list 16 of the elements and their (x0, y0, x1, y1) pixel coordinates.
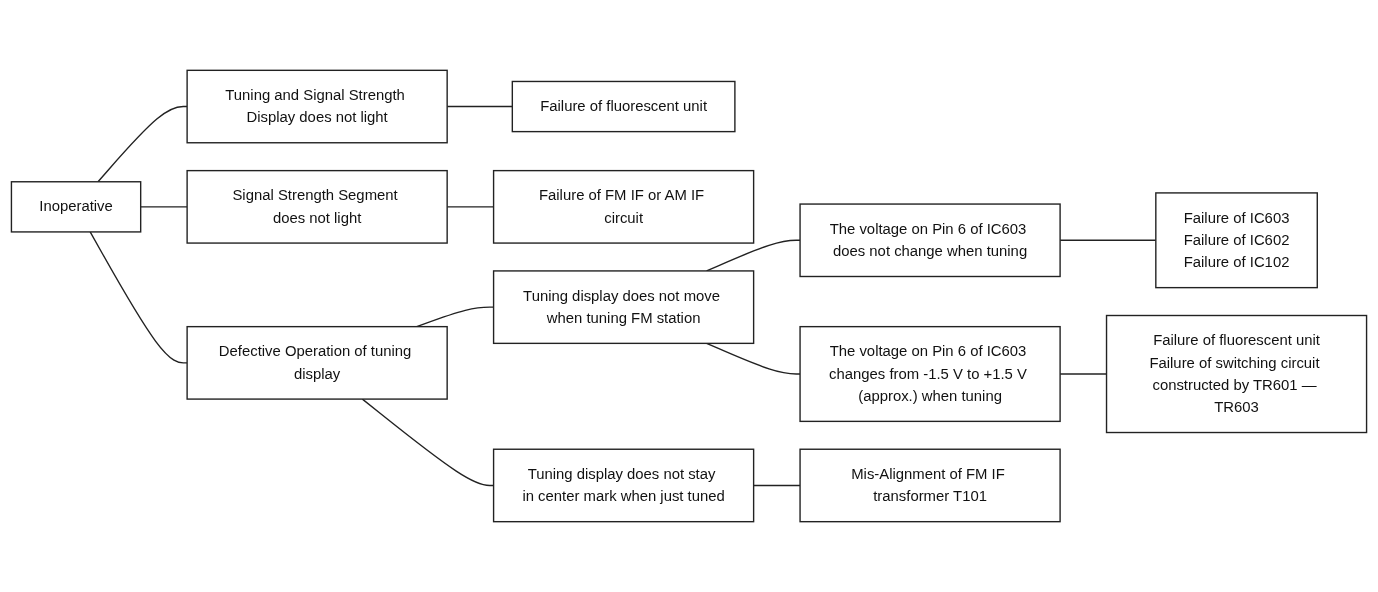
node-box: Failure of IC603 Failure of IC602 Failure of IC102 (1155, 192, 1318, 289)
node-box: Failure of fluorescent unit (511, 80, 736, 133)
node-box: Tuning and Signal Strength Display does not light (186, 69, 448, 144)
node-box: The voltage on Pin 6 of IC603 changes from -1.5 V to +1.5 V (approx.) when tuning (799, 325, 1061, 423)
connector (97, 105, 188, 183)
node-box: Inoperative (10, 181, 142, 233)
node-box: Tuning display does not move when tuning FM station (492, 270, 755, 345)
node-box: Failure of FM IF or AM IF circuit (492, 169, 755, 244)
node-box: The voltage on Pin 6 of IC603 does not change when tuning (799, 203, 1061, 278)
node-box: Tuning display does not stay in center mark when just tuned (492, 448, 755, 523)
connector (89, 231, 188, 364)
node-box: Failure of fluorescent unit Failure of switching circuit constructed by TR601 — TR603 (1105, 314, 1368, 434)
node-box: Mis-Alignment of FM IF transformer T101 (799, 448, 1061, 523)
node-box: Signal Strength Segment does not light (186, 169, 448, 244)
connector (140, 206, 188, 208)
node-box: Defective Operation of tuning display (186, 325, 448, 400)
